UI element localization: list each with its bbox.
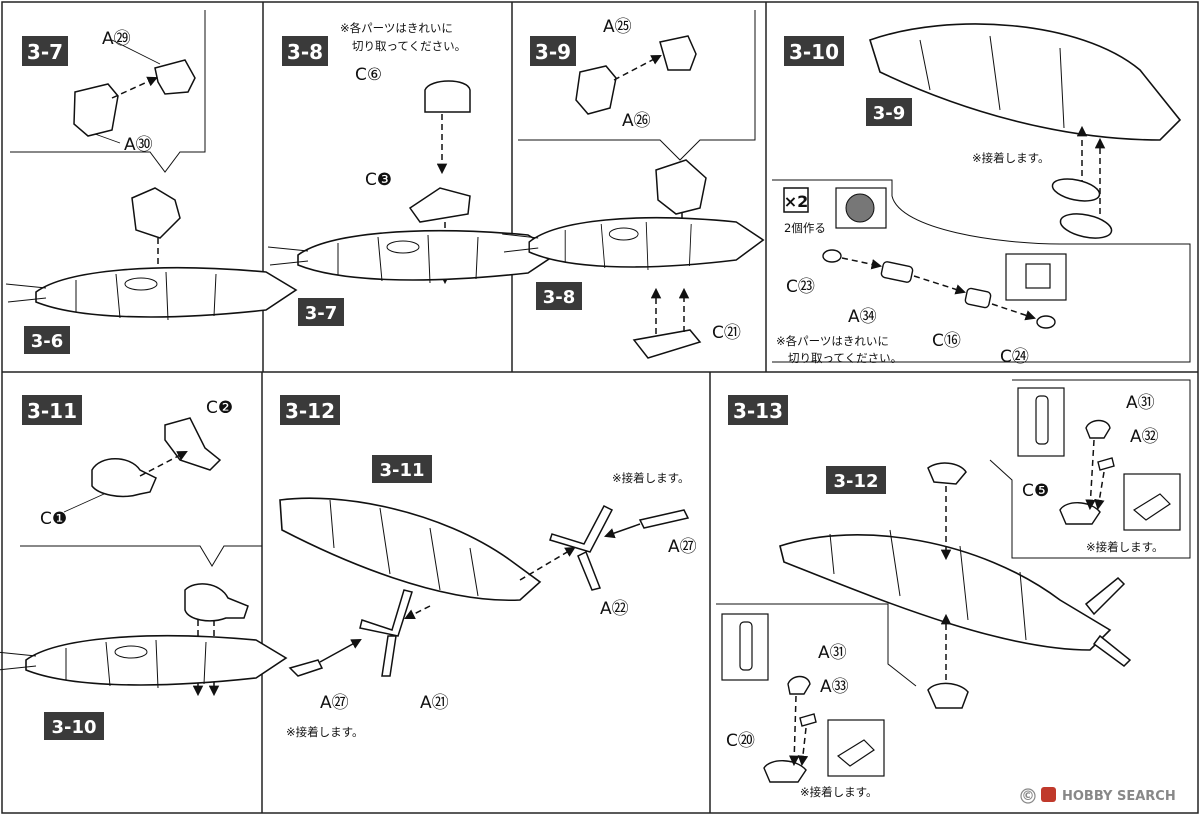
part-label: C⑯ bbox=[932, 331, 961, 351]
ref-3-12-label: 3-12 bbox=[833, 471, 878, 492]
step-3-7-panel: 3-7 A㉙ A㉚ 3-6 bbox=[5, 10, 297, 354]
part-label: C❺ bbox=[1022, 481, 1049, 501]
part-label: A㉗ bbox=[668, 537, 697, 557]
multiplier: ×2 bbox=[784, 192, 809, 211]
ref-3-8-label: 3-8 bbox=[543, 287, 576, 308]
part-label: A㉗ bbox=[320, 693, 349, 713]
step-3-11-panel: 3-11 C❷ C❶ 3-10 bbox=[0, 395, 287, 740]
part-label: A㉜ bbox=[1130, 427, 1159, 447]
note-glue: ※接着します。 bbox=[1086, 540, 1164, 554]
note-line: 切り取ってください。 bbox=[788, 351, 902, 365]
part-label: A㉒ bbox=[600, 599, 629, 619]
part-label: C㉔ bbox=[1000, 347, 1029, 367]
part-label: A㉚ bbox=[124, 135, 153, 155]
ref-3-7-badge bbox=[298, 298, 344, 326]
part-label: C㉓ bbox=[786, 277, 815, 297]
part-label: A㉑ bbox=[420, 693, 449, 713]
part-label: C❸ bbox=[365, 170, 392, 190]
part-label: A㉝ bbox=[820, 677, 849, 697]
step-3-13-badge bbox=[728, 395, 788, 425]
step-3-13-label: 3-13 bbox=[733, 399, 783, 423]
note-glue: ※接着します。 bbox=[286, 725, 364, 739]
note-line: 切り取ってください。 bbox=[352, 39, 466, 53]
watermark: © HOBBY SEARCH bbox=[1020, 787, 1176, 804]
part-a30-shape bbox=[73, 83, 119, 137]
watermark-text: HOBBY SEARCH bbox=[1062, 789, 1176, 804]
note-line: ※各パーツはきれいに bbox=[776, 334, 889, 348]
step-3-8-panel: 3-8 ※各パーツはきれいに 切り取ってください。 C⑥ C❸ 3-7 bbox=[267, 21, 559, 326]
step-3-9-label: 3-9 bbox=[535, 40, 571, 64]
step-3-9-panel: 3-9 A㉕ A㉖ 3-8 C㉑ bbox=[501, 10, 765, 359]
part-label: A㉞ bbox=[848, 307, 877, 327]
step-3-12-panel: 3-12 3-11 ※接着します。 A㉗ A㉒ A㉗ A㉑ ※接着します。 bbox=[279, 395, 697, 739]
ref-3-9-label: 3-9 bbox=[873, 103, 906, 124]
ref-3-11-label: 3-11 bbox=[379, 460, 424, 481]
note-glue: ※接着します。 bbox=[972, 151, 1050, 165]
step-3-7-badge bbox=[22, 36, 68, 66]
step-3-11-label: 3-11 bbox=[27, 399, 77, 423]
part-label: A㉕ bbox=[603, 17, 632, 37]
note-glue: ※接着します。 bbox=[800, 785, 878, 799]
ref-3-7-label: 3-7 bbox=[305, 303, 338, 324]
part-label: C⑥ bbox=[355, 65, 382, 85]
part-label: C⑳ bbox=[726, 731, 755, 751]
copyright-mark: © bbox=[1022, 789, 1035, 804]
make-two: 2個作る bbox=[784, 221, 826, 235]
step-3-10-label: 3-10 bbox=[789, 40, 839, 64]
ref-3-12-badge bbox=[826, 466, 886, 494]
part-label: A㉛ bbox=[818, 643, 847, 663]
ref-3-10-label: 3-10 bbox=[51, 717, 96, 738]
step-3-9-badge bbox=[530, 36, 576, 66]
part-label: A㉙ bbox=[102, 29, 131, 49]
step-3-12-badge bbox=[280, 395, 340, 425]
ref-3-9-badge bbox=[866, 98, 912, 126]
step-3-10-badge bbox=[784, 36, 844, 66]
step-3-8-label: 3-8 bbox=[287, 40, 323, 64]
part-label: C❶ bbox=[40, 509, 67, 529]
note-glue: ※接着します。 bbox=[612, 471, 690, 485]
part-label: C㉑ bbox=[712, 323, 741, 343]
note-line: ※各パーツはきれいに bbox=[340, 21, 453, 35]
copyright-icon bbox=[1020, 788, 1036, 804]
step-3-10-panel: 3-10 3-9 ※接着します。 ×2 2個作る C㉓ A㉞ C⑯ C㉔ ※各パ… bbox=[772, 23, 1191, 367]
step-3-11-badge bbox=[22, 395, 82, 425]
step-3-12-label: 3-12 bbox=[285, 399, 335, 423]
step-3-8-badge bbox=[282, 36, 328, 66]
part-label: A㉛ bbox=[1126, 393, 1155, 413]
part-label: A㉖ bbox=[622, 111, 651, 131]
part-label: C❷ bbox=[206, 398, 233, 418]
step-3-13-panel: 3-13 3-12 A㉛ A㉜ C❺ ※接着します。 A㉛ A㉝ bbox=[716, 379, 1191, 799]
ref-3-11-badge bbox=[372, 455, 432, 483]
ref-3-6-badge bbox=[24, 326, 70, 354]
hobby-search-logo-icon bbox=[1041, 787, 1056, 802]
ref-3-8-badge bbox=[536, 282, 582, 310]
step-3-7-label: 3-7 bbox=[27, 40, 63, 64]
ref-3-6-label: 3-6 bbox=[31, 331, 64, 352]
ref-3-10-badge bbox=[44, 712, 104, 740]
